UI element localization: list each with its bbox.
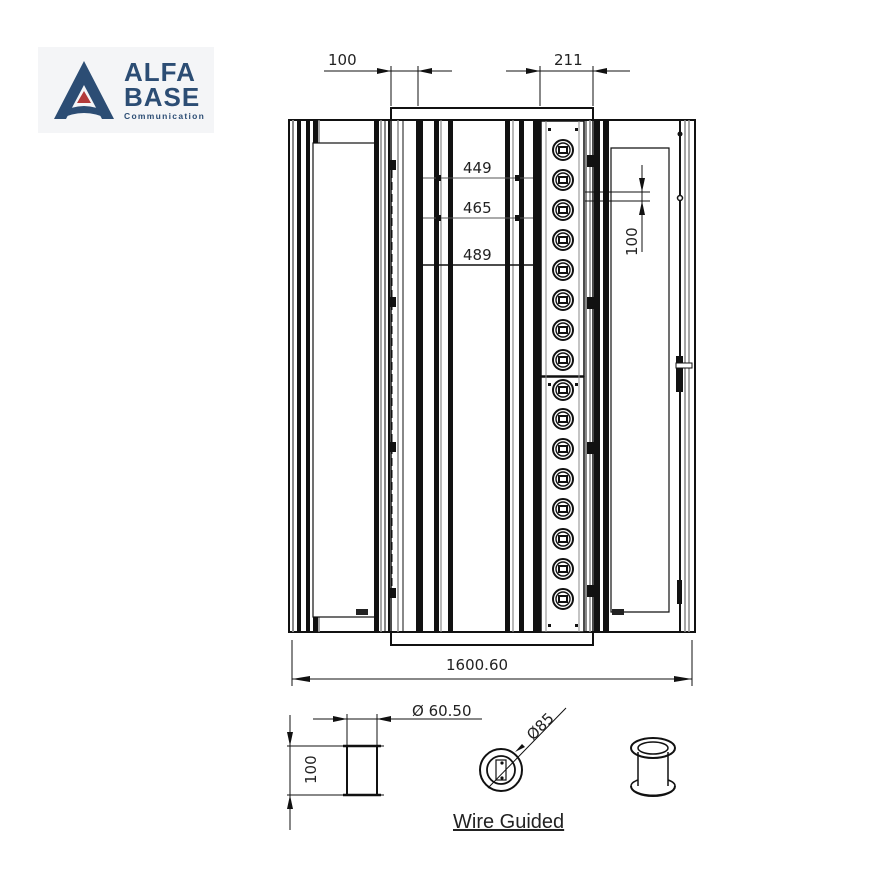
dimension-overall-width: 1600.60 [291,640,693,686]
cable-port-icon [552,558,574,580]
dimension-top-right: 211 [506,51,630,106]
hinge-icon [388,588,396,598]
hinge-icon [587,442,595,454]
logo-triangle-icon [54,61,114,119]
cable-port-icon [552,199,574,221]
logo-text-alfa: ALFA [124,57,196,87]
dimension-port-pitch: 100 [585,165,650,256]
bottom-plinth [390,631,594,646]
cable-port-icon [552,468,574,490]
cable-port-icon [552,319,574,341]
dim-tube-diameter: Ø 60.50 [412,702,472,720]
dim-100-pitch: 100 [623,227,641,256]
right-door [594,119,696,633]
hinge-icon [587,585,595,597]
dim-overall-width: 1600.60 [446,656,508,674]
door-handle-icon [676,356,683,392]
dim-449: 449 [463,159,492,177]
dimension-inner-widths: 449 465 489 [423,159,533,266]
tube-top-view: Ø85 [479,707,567,792]
hinge-icon [388,160,396,170]
detail-caption: Wire Guided [453,811,565,833]
top-cap-plate [390,107,594,121]
hinge-icon [587,297,595,309]
cable-port-icon [552,379,574,401]
dim-flange-diameter: Ø85 [523,709,558,744]
cable-port-icon [552,139,574,161]
cable-port-icon [552,229,574,251]
dim-489: 489 [463,246,492,264]
hinge-icon [587,155,595,167]
cable-port-icon [552,528,574,550]
dimension-top-left: 100 [324,51,452,106]
logo-tagline: Communication [124,111,206,121]
tube-side-view: 100 Ø 60.50 [287,702,482,830]
cable-port-icon [552,408,574,430]
cable-port-icon [552,259,574,281]
cable-port-icon [552,169,574,191]
dim-465: 465 [463,199,492,217]
dim-100-left: 100 [328,51,357,69]
cable-port-panel [540,120,585,633]
tube-isometric-view [630,737,676,797]
cable-port-icon [552,588,574,610]
cable-port-icon [552,349,574,371]
dim-tube-height: 100 [302,755,320,784]
logo-text-base: BASE [124,82,201,112]
company-logo: ALFA BASE Communication [38,47,214,133]
dim-211-right: 211 [554,51,583,69]
centre-frame [390,120,541,632]
cable-port-icon [552,438,574,460]
left-door [288,119,396,633]
cable-port-icon [552,498,574,520]
cable-port-icon [552,289,574,311]
